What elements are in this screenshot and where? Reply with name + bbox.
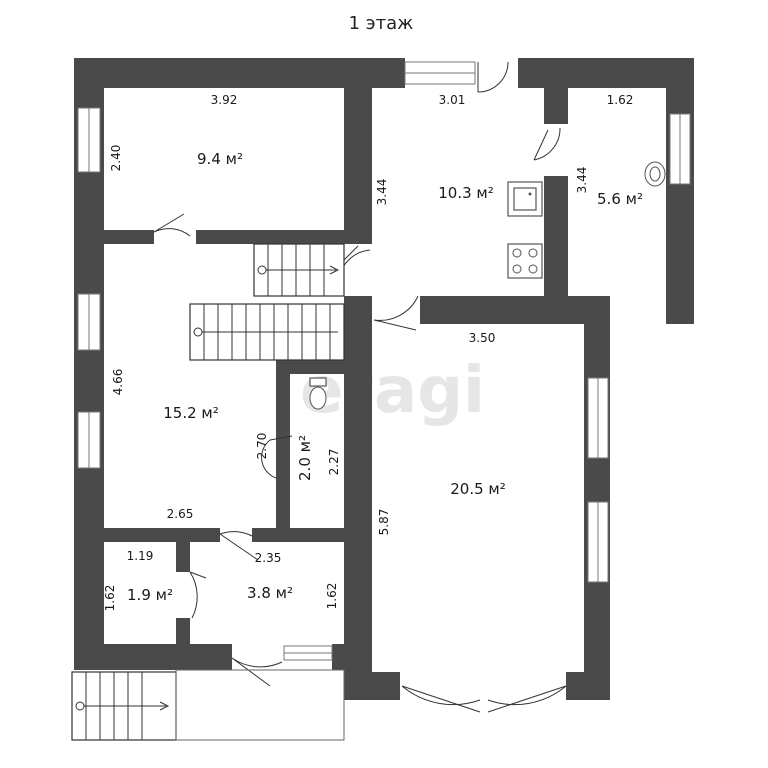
dim-room-h-width: 2.35 <box>255 551 282 565</box>
wall-bottom-big-right <box>566 672 610 700</box>
dim-room-c-height: 3.44 <box>575 167 589 194</box>
wall-b-c-top <box>544 58 568 124</box>
dim-room-f-width: 3.50 <box>469 331 496 345</box>
wall-a-b <box>344 58 372 244</box>
dim-room-b-height: 3.44 <box>375 179 389 206</box>
wall-bottom-big-left <box>344 672 400 700</box>
door-room-c <box>533 127 561 161</box>
room-area-b: 10.3 м² <box>438 184 494 202</box>
doors <box>153 61 567 713</box>
wall-center <box>344 296 372 700</box>
room-area-a: 9.4 м² <box>197 150 243 168</box>
stove-icon <box>507 243 543 279</box>
room-area-f: 20.5 м² <box>450 480 506 498</box>
wall-toilet-left <box>276 360 290 528</box>
wall-under-d-right <box>252 528 348 542</box>
wall-bottom-mid <box>332 644 372 670</box>
room-area-h: 3.8 м² <box>247 584 293 602</box>
dim-room-a-width: 3.92 <box>211 93 238 107</box>
wall-g-h-top <box>176 542 190 572</box>
toilet-icon <box>309 377 327 410</box>
room-area-c: 5.6 м² <box>597 190 643 208</box>
dim-room-g-width: 1.19 <box>127 549 154 563</box>
dim-room-h-height: 1.62 <box>325 583 339 610</box>
wall-under-d-left <box>74 528 220 542</box>
floor-title: 1 этаж <box>349 13 414 34</box>
room-area-e: 2.0 м² <box>296 435 314 481</box>
porch <box>175 669 345 741</box>
door-exit-bottom <box>231 657 283 687</box>
room-area-g: 1.9 м² <box>127 586 173 604</box>
door-room-f <box>373 295 419 331</box>
dim-room-d-height: 4.66 <box>111 369 125 396</box>
door-room-a <box>153 213 191 237</box>
door-entrance-top <box>477 61 509 93</box>
wall-right-lower <box>584 296 610 699</box>
wall-under-a-right <box>196 230 372 244</box>
door-terrace-left <box>401 685 481 713</box>
dim-room-a-height: 2.40 <box>109 145 123 172</box>
dim-room-g-height: 1.62 <box>103 585 117 612</box>
wall-b-c-bottom <box>544 176 568 324</box>
dim-room-d-width: 2.65 <box>167 507 194 521</box>
sink-icon <box>507 181 543 217</box>
dim-toilet-door: 2.70 <box>255 433 269 460</box>
dim-room-c-width: 1.62 <box>607 93 634 107</box>
dim-room-e-height: 2.27 <box>327 449 341 476</box>
door-terrace-right <box>487 685 567 713</box>
wall-right-upper <box>666 58 694 324</box>
windows <box>77 61 691 661</box>
door-toilet <box>261 435 293 479</box>
wall-mid-right <box>420 296 610 324</box>
dim-room-f-height: 5.87 <box>377 509 391 536</box>
washbasin-icon <box>644 161 666 187</box>
wall-toilet-top <box>276 360 348 374</box>
wall-g-h-bottom <box>176 618 190 644</box>
door-room-g <box>189 571 207 619</box>
dim-room-b-width: 3.01 <box>439 93 466 107</box>
dimensions: 3.92 2.40 3.01 3.44 1.62 3.44 4.66 2.70 … <box>103 93 633 611</box>
wall-bottom-left <box>74 644 232 670</box>
wall-under-a-left <box>74 230 154 244</box>
room-area-d: 15.2 м² <box>163 404 219 422</box>
door-room-h <box>219 531 259 561</box>
